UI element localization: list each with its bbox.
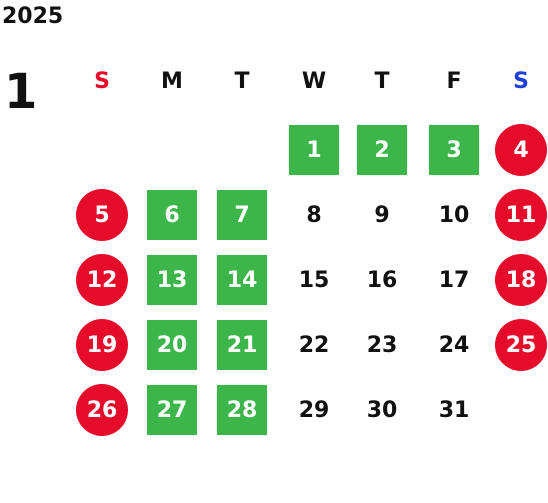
day-cell-4[interactable]: 4 bbox=[495, 124, 547, 176]
day-cell-3[interactable]: 3 bbox=[429, 125, 479, 175]
day-cell-14[interactable]: 14 bbox=[217, 255, 267, 305]
day-cell-31[interactable]: 31 bbox=[438, 397, 470, 423]
day-cell-19[interactable]: 19 bbox=[76, 319, 128, 371]
day-cell-24[interactable]: 24 bbox=[438, 332, 470, 358]
day-cell-30[interactable]: 30 bbox=[366, 397, 398, 423]
day-cell-21[interactable]: 21 bbox=[217, 320, 267, 370]
weekday-wednesday: W bbox=[301, 69, 327, 94]
day-cell-9[interactable]: 9 bbox=[374, 202, 390, 228]
day-cell-6[interactable]: 6 bbox=[147, 190, 197, 240]
weekday-tuesday: T bbox=[234, 69, 250, 94]
day-cell-10[interactable]: 10 bbox=[438, 202, 470, 228]
day-cell-17[interactable]: 17 bbox=[438, 267, 470, 293]
day-cell-13[interactable]: 13 bbox=[147, 255, 197, 305]
month-label: 1 bbox=[4, 64, 38, 120]
day-cell-7[interactable]: 7 bbox=[217, 190, 267, 240]
day-cell-28[interactable]: 28 bbox=[217, 385, 267, 435]
weekday-monday: M bbox=[161, 69, 183, 94]
day-cell-29[interactable]: 29 bbox=[298, 397, 330, 423]
weekday-saturday: S bbox=[513, 69, 529, 94]
day-cell-2[interactable]: 2 bbox=[357, 125, 407, 175]
weekday-sunday: S bbox=[94, 69, 110, 94]
day-cell-5[interactable]: 5 bbox=[76, 189, 128, 241]
day-cell-20[interactable]: 20 bbox=[147, 320, 197, 370]
day-cell-25[interactable]: 25 bbox=[495, 319, 547, 371]
year-label: 2025 bbox=[2, 4, 64, 29]
day-cell-1[interactable]: 1 bbox=[289, 125, 339, 175]
day-cell-12[interactable]: 12 bbox=[76, 254, 128, 306]
day-cell-11[interactable]: 11 bbox=[495, 189, 547, 241]
day-cell-18[interactable]: 18 bbox=[495, 254, 547, 306]
weekday-thursday: T bbox=[374, 69, 390, 94]
weekday-friday: F bbox=[446, 69, 462, 94]
day-cell-8[interactable]: 8 bbox=[306, 202, 322, 228]
day-cell-22[interactable]: 22 bbox=[298, 332, 330, 358]
day-cell-23[interactable]: 23 bbox=[366, 332, 398, 358]
day-cell-27[interactable]: 27 bbox=[147, 385, 197, 435]
day-cell-26[interactable]: 26 bbox=[76, 384, 128, 436]
day-cell-15[interactable]: 15 bbox=[298, 267, 330, 293]
day-cell-16[interactable]: 16 bbox=[366, 267, 398, 293]
